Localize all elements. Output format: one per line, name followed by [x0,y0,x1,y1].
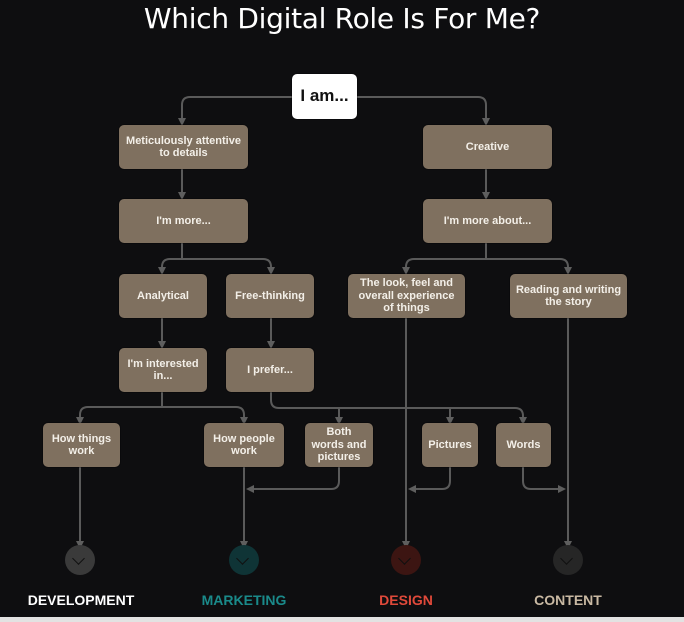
root-node-i-am: I am... [292,74,357,119]
outcome-content-chevron-icon[interactable] [553,545,583,575]
node-how-people-work: How people work [204,423,284,467]
node-reading-writing: Reading and writing the story [510,274,627,318]
node-i-prefer: I prefer... [226,348,314,392]
chevron-down-icon [236,552,249,565]
page-title: Which Digital Role Is For Me? [143,2,541,35]
node-free-thinking: Free-thinking [226,274,314,318]
node-how-things-work: How things work [43,423,120,467]
node-analytical: Analytical [119,274,207,318]
chevron-down-icon [560,552,573,565]
outcome-label-development[interactable]: DEVELOPMENT [27,592,135,608]
node-interested-in: I'm interested in... [119,348,207,392]
node-creative: Creative [423,125,552,169]
chevron-down-icon [398,552,411,565]
outcome-label-design[interactable]: DESIGN [379,592,433,608]
outcome-development-chevron-icon[interactable] [65,545,95,575]
outcome-label-marketing[interactable]: MARKETING [201,592,287,608]
bottom-border [0,617,684,622]
node-im-more-about: I'm more about... [423,199,552,243]
node-im-more: I'm more... [119,199,248,243]
node-both-words-pictures: Both words and pictures [305,423,373,467]
chevron-down-icon [72,552,85,565]
outcome-label-content[interactable]: CONTENT [534,592,602,608]
outcome-marketing-chevron-icon[interactable] [229,545,259,575]
node-look-feel: The look, feel and overall experience of… [348,274,465,318]
node-pictures: Pictures [422,423,478,467]
node-words: Words [496,423,551,467]
node-meticulous: Meticulously attentive to details [119,125,248,169]
outcome-design-chevron-icon[interactable] [391,545,421,575]
